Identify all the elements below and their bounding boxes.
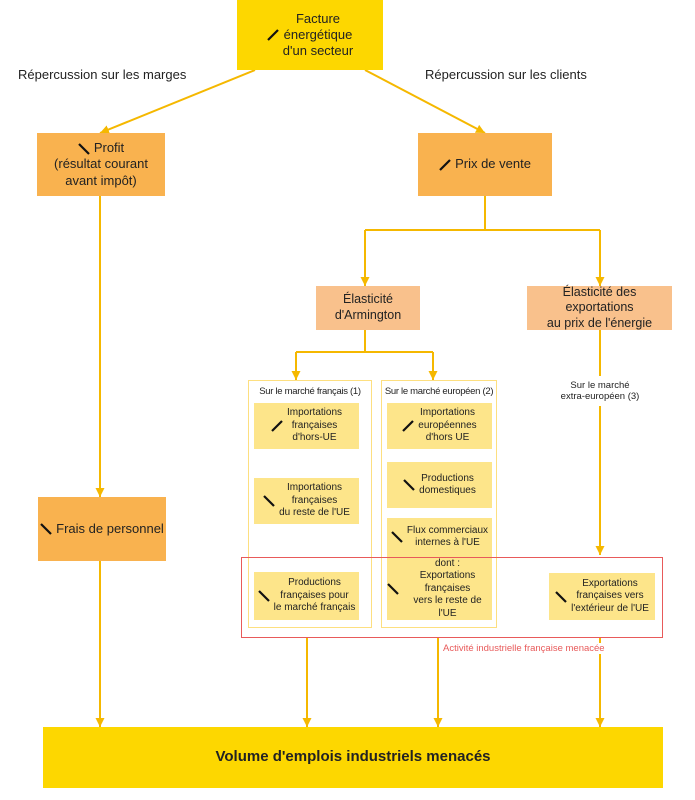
item-line: Flux commerciaux — [406, 524, 489, 536]
up-arrow-icon — [267, 29, 279, 41]
down-arrow-icon — [387, 583, 399, 595]
item-line: du reste de l'UE — [279, 507, 350, 519]
item-line: Importations — [286, 482, 343, 494]
armington-line-2: d'Armington — [334, 308, 402, 322]
extra-line: extra-européen (3) — [560, 391, 640, 403]
sale-price-box: Prix de vente — [418, 133, 552, 196]
armington-line-1: Élasticité — [342, 292, 394, 307]
profit-line-3: avant impôt) — [65, 172, 137, 188]
down-arrow-icon — [403, 479, 415, 491]
right-heading: Répercussion sur les clients — [425, 67, 587, 82]
top-line-2: énergétique — [283, 26, 353, 42]
up-arrow-icon — [271, 420, 283, 432]
european-market-title-area: Sur le marché européen (2) — [381, 380, 497, 402]
sale-price-label: Prix de vente — [455, 156, 531, 172]
item-line: Productions — [288, 577, 341, 589]
export-elasticity-line-2: au prix de l'énergie — [546, 315, 653, 330]
down-arrow-icon — [263, 495, 275, 507]
down-arrow-icon — [555, 590, 567, 603]
item-line: internes à l'UE — [415, 537, 480, 548]
french-market-title-area: Sur le marché français (1) — [248, 380, 372, 402]
item-line: d'hors UE — [425, 432, 470, 444]
up-arrow-icon — [402, 420, 415, 432]
threatened-jobs-label: Volume d'emplois industriels menacés — [215, 748, 491, 766]
item-line: Importations — [286, 407, 343, 419]
down-arrow-icon — [40, 523, 52, 535]
item-line: Productions — [421, 472, 474, 484]
extra-line: Sur le marché — [570, 380, 630, 391]
item-line: Exportations — [419, 570, 476, 582]
item-line: françaises vers — [576, 590, 644, 602]
item-line: vers le reste de l'UE — [413, 595, 482, 619]
item-line: l'extérieur de l'UE — [571, 602, 649, 614]
down-arrow-icon — [257, 590, 270, 602]
threatened-activity-label: Activité industrielle française menacée — [443, 643, 605, 654]
item-line: françaises pour — [280, 589, 349, 601]
top-line-1: Facture — [295, 10, 341, 26]
profit-line-1: Profit — [93, 140, 125, 156]
up-arrow-icon — [439, 158, 451, 171]
item-line: le marché français — [273, 602, 356, 614]
top-line-3: d'un secteur — [282, 43, 354, 59]
item-line: françaises — [291, 494, 338, 506]
item-line: françaises — [291, 419, 338, 431]
export-elasticity-line-1: Élasticité des exportations — [562, 284, 637, 315]
down-arrow-icon — [391, 531, 403, 543]
item-line: d'hors-UE — [292, 432, 337, 444]
threatened-jobs-box: Volume d'emplois industriels menacés — [43, 727, 663, 788]
left-heading: Répercussion sur les marges — [18, 67, 187, 82]
profit-line-2: (résultat courant — [54, 156, 148, 172]
down-arrow-icon — [78, 142, 90, 155]
european-market-title: Sur le marché européen (2) — [384, 386, 494, 397]
item-line: européennes — [418, 419, 477, 431]
staff-costs-label: Frais de personnel — [56, 520, 164, 536]
french-market-title: Sur le marché français (1) — [259, 386, 361, 397]
item-line: Exportations — [582, 577, 638, 589]
staff-costs-box: Frais de personnel — [38, 497, 166, 561]
item-line: domestiques — [419, 485, 476, 496]
item-line: Importations — [419, 407, 475, 419]
threatened-activity-frame — [241, 557, 663, 638]
item-line: françaises — [424, 582, 471, 594]
item-line: dont : — [434, 557, 461, 569]
